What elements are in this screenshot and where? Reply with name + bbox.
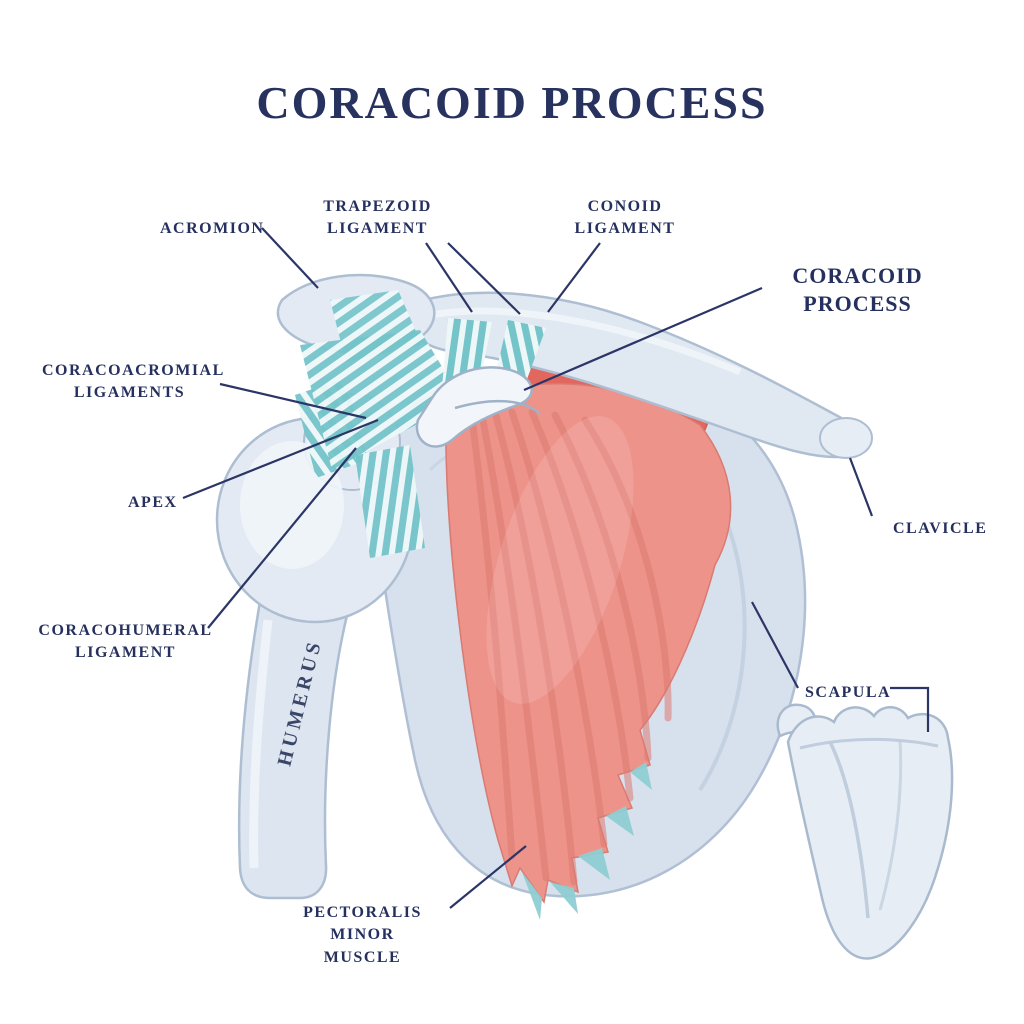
leader-conoid xyxy=(547,242,601,313)
label-scapula: SCAPULA xyxy=(805,684,892,701)
label-pectoralis-minor-muscle: PECTORALIS MINOR MUSCLE xyxy=(303,904,422,966)
coracohumeral-ligament-lower-shape xyxy=(355,445,425,558)
label-conoid-ligament: CONOID LIGAMENT xyxy=(574,198,676,238)
label-trapezoid-ligament: TRAPEZOID LIGAMENT xyxy=(323,198,432,238)
label-coracoid-process: CORACOID PROCESS xyxy=(792,263,923,316)
label-acromion: ACROMION xyxy=(160,220,265,237)
label-coracohumeral-ligament: CORACOHUMERAL LIGAMENT xyxy=(38,622,213,662)
small-scapula-illustration xyxy=(776,703,954,960)
leader-trapezoid-1 xyxy=(425,242,473,313)
label-apex: APEX xyxy=(128,494,178,511)
leader-coracohumeral xyxy=(207,447,357,629)
leader-trapezoid-2 xyxy=(447,242,521,315)
leader-scapula-left xyxy=(751,601,799,689)
leader-coracoacromial xyxy=(219,382,367,420)
leader-apex xyxy=(182,418,379,500)
leader-clavicle xyxy=(848,457,874,517)
label-coracoacromial-ligaments: CORACOACROMIAL LIGAMENTS xyxy=(42,362,225,402)
coracoid-process-shape xyxy=(415,366,541,448)
leader-lines xyxy=(182,227,930,909)
leader-pectoralis xyxy=(449,845,527,909)
leader-coracoid-process xyxy=(523,286,763,392)
leader-acromion xyxy=(261,227,319,289)
label-clavicle: CLAVICLE xyxy=(893,520,988,537)
leader-scapula-right xyxy=(890,686,930,732)
diagram-title: CORACOID PROCESS xyxy=(256,77,768,128)
